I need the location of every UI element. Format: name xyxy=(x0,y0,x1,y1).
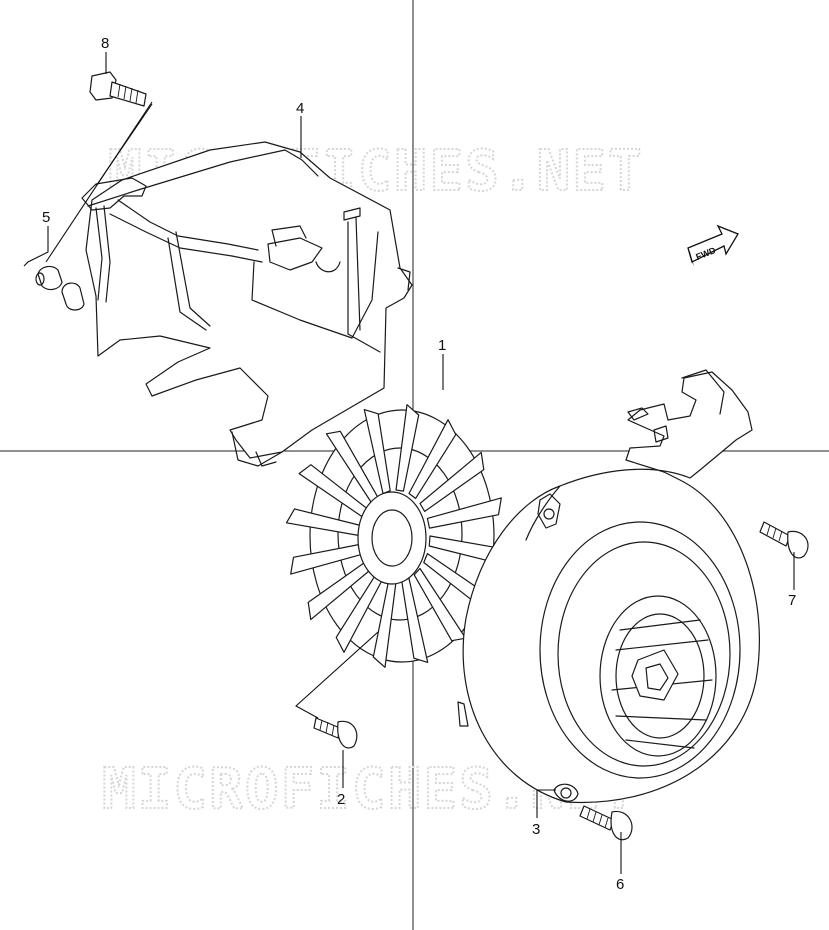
cooling-fan-part xyxy=(285,404,507,668)
screw-6 xyxy=(579,805,633,841)
fan-blade xyxy=(413,567,467,642)
part-number-4: 4 xyxy=(296,100,304,117)
fwd-direction-badge: FWD xyxy=(687,224,739,266)
part-number-3: 3 xyxy=(532,821,540,838)
fan-cover-part xyxy=(457,369,760,804)
part-number-1: 1 xyxy=(438,337,446,354)
fan-blade xyxy=(363,409,391,495)
fan-blade xyxy=(419,451,485,512)
fan-blade xyxy=(426,497,502,529)
bolt-8 xyxy=(89,71,147,107)
shroud-part xyxy=(61,141,413,467)
part-number-5: 5 xyxy=(42,209,50,226)
fan-blade xyxy=(395,404,420,492)
part-number-2: 2 xyxy=(337,791,345,808)
screw-7 xyxy=(759,521,809,559)
cushion-5 xyxy=(35,265,63,291)
part-number-6: 6 xyxy=(616,876,624,893)
fan-blade xyxy=(408,419,457,499)
part-number-7: 7 xyxy=(788,592,796,609)
part-number-8: 8 xyxy=(101,35,109,52)
screw-2 xyxy=(313,717,358,749)
leader-lines xyxy=(23,52,795,874)
